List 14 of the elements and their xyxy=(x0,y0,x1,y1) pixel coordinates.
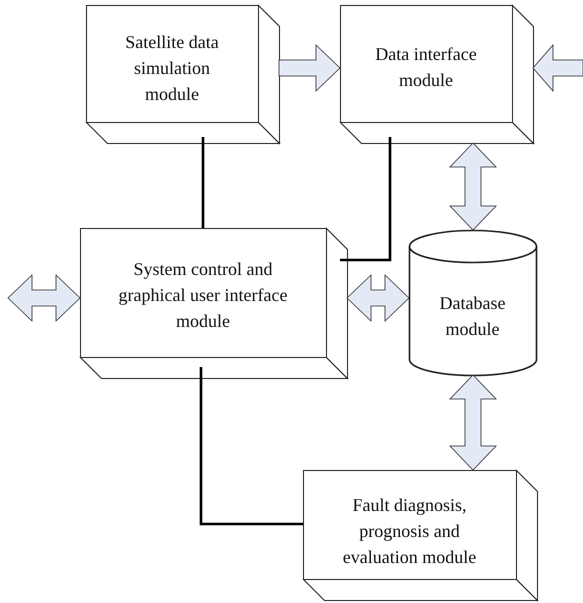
double-block-arrow xyxy=(7,274,81,322)
block-arrow xyxy=(278,44,341,92)
connector-line xyxy=(340,137,392,262)
module-label: Database module xyxy=(438,292,506,341)
module-label: Satellite data simulation module xyxy=(124,31,220,106)
double-block-arrow xyxy=(449,142,497,231)
module-label: Fault diagnosis, prognosis and evaluation module xyxy=(342,494,478,569)
connector-line xyxy=(200,367,303,526)
module-label: Data interface module xyxy=(374,43,478,92)
module-label: System control and graphical user interface module xyxy=(118,258,288,333)
connector-line xyxy=(202,137,204,228)
double-block-arrow xyxy=(346,274,410,322)
block-arrow xyxy=(532,44,583,92)
double-block-arrow xyxy=(449,374,497,471)
